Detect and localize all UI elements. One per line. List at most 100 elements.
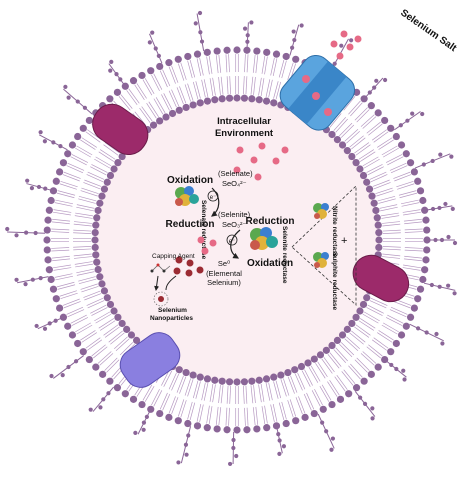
elemental-label: (Elemental [206, 269, 242, 278]
phospholipid [168, 89, 183, 114]
phospholipid [74, 132, 98, 150]
phospholipid [255, 376, 265, 403]
enzyme-family-triangle [291, 185, 357, 306]
phospholipid [248, 377, 256, 404]
phospholipid [165, 396, 179, 421]
phospholipid [85, 344, 108, 364]
phospholipid [278, 401, 290, 428]
phospholipid [153, 97, 170, 121]
phospholipid [291, 366, 306, 391]
phospholipid [354, 102, 375, 123]
phospholipid [74, 330, 98, 348]
phospholipid [372, 204, 398, 215]
phospholipid [78, 195, 104, 207]
phospholipid [74, 258, 101, 268]
phospholipid [83, 287, 109, 301]
phospholipid [47, 273, 74, 284]
glycan-chain [423, 282, 457, 296]
phospholipid [193, 403, 204, 430]
phospholipid [311, 388, 327, 413]
phospholipid [80, 280, 106, 293]
phospholipid [44, 216, 71, 225]
phospholipid [363, 294, 388, 309]
phospholipid [338, 129, 360, 149]
phospholipid [284, 368, 298, 394]
phospholipid [68, 141, 93, 158]
intracellular-particles [233, 142, 289, 181]
electron-icon-right [226, 234, 238, 246]
phospholipid [103, 319, 126, 338]
phospholipid [316, 351, 335, 374]
phospholipid [139, 106, 158, 129]
phospholipid [73, 221, 100, 229]
phospholipid [233, 46, 241, 72]
glycan-chain [14, 276, 49, 287]
capping-arrow [154, 275, 160, 291]
phospholipid [270, 373, 282, 399]
magenta-channel-right [352, 254, 410, 303]
phospholipid [252, 47, 261, 74]
phospholipid [76, 204, 102, 215]
phospholipid [348, 142, 371, 161]
glycan-chain [63, 84, 93, 115]
phospholipid [184, 52, 196, 79]
phospholipid [319, 384, 336, 409]
phospholipid [304, 359, 321, 383]
phospholipid [43, 246, 70, 254]
phospholipid [45, 206, 72, 216]
glycan-chain [38, 130, 68, 151]
phospholipid [261, 405, 271, 432]
phospholipid [370, 195, 396, 207]
glycan-chain [193, 10, 205, 52]
phospholipid [218, 76, 226, 103]
phospholipid [240, 76, 249, 102]
phospholipid [165, 59, 179, 84]
phospholipid [203, 48, 213, 75]
phospholipid [359, 300, 384, 316]
phospholipid [348, 95, 368, 117]
capping-agent-label: Capping Agent [152, 253, 195, 260]
phospholipid-bilayer [43, 46, 431, 434]
phospholipid [248, 76, 256, 103]
phospholipid [376, 330, 400, 348]
phospholipid [333, 336, 355, 358]
phospholipid [262, 79, 273, 105]
phospholipid [192, 373, 204, 399]
phospholipid [278, 52, 290, 79]
phospholipid [348, 363, 368, 385]
sulphite-reductase-label: Sulphite reductase [331, 252, 338, 311]
phospholipid [270, 81, 282, 107]
phospholipid [366, 116, 389, 136]
phospholipid [176, 368, 190, 394]
phospholipid [240, 378, 249, 404]
phospholipid [360, 351, 382, 371]
phospholipid [68, 322, 93, 339]
phospholipid [402, 206, 429, 216]
phospholipid [121, 82, 140, 106]
glycan-chain [133, 410, 151, 435]
intracellular-label-line2: Environment [215, 128, 274, 139]
phospholipid [98, 149, 122, 167]
phospholipid [176, 86, 190, 112]
phospholipid [94, 307, 118, 324]
phospholipid [90, 300, 115, 316]
phospholipid [52, 290, 78, 303]
phospholipid [287, 399, 300, 425]
phospholipid [156, 62, 171, 88]
phospholipid [80, 187, 106, 200]
phospholipid [203, 405, 213, 432]
glycan-chain [385, 360, 407, 382]
phospholipid [262, 375, 273, 401]
phospholipid [322, 346, 342, 369]
phospholipid [360, 109, 382, 129]
phospholipid [73, 243, 99, 252]
phospholipid [385, 314, 410, 330]
phospholipid [404, 246, 431, 254]
phospholipid [233, 408, 241, 434]
enzyme-cluster-icon [250, 227, 278, 250]
selenium-np-label-line2: Nanoparticles [150, 315, 193, 322]
phospholipid [255, 77, 265, 104]
phospholipid [368, 187, 394, 200]
transporter-particles [302, 75, 332, 116]
